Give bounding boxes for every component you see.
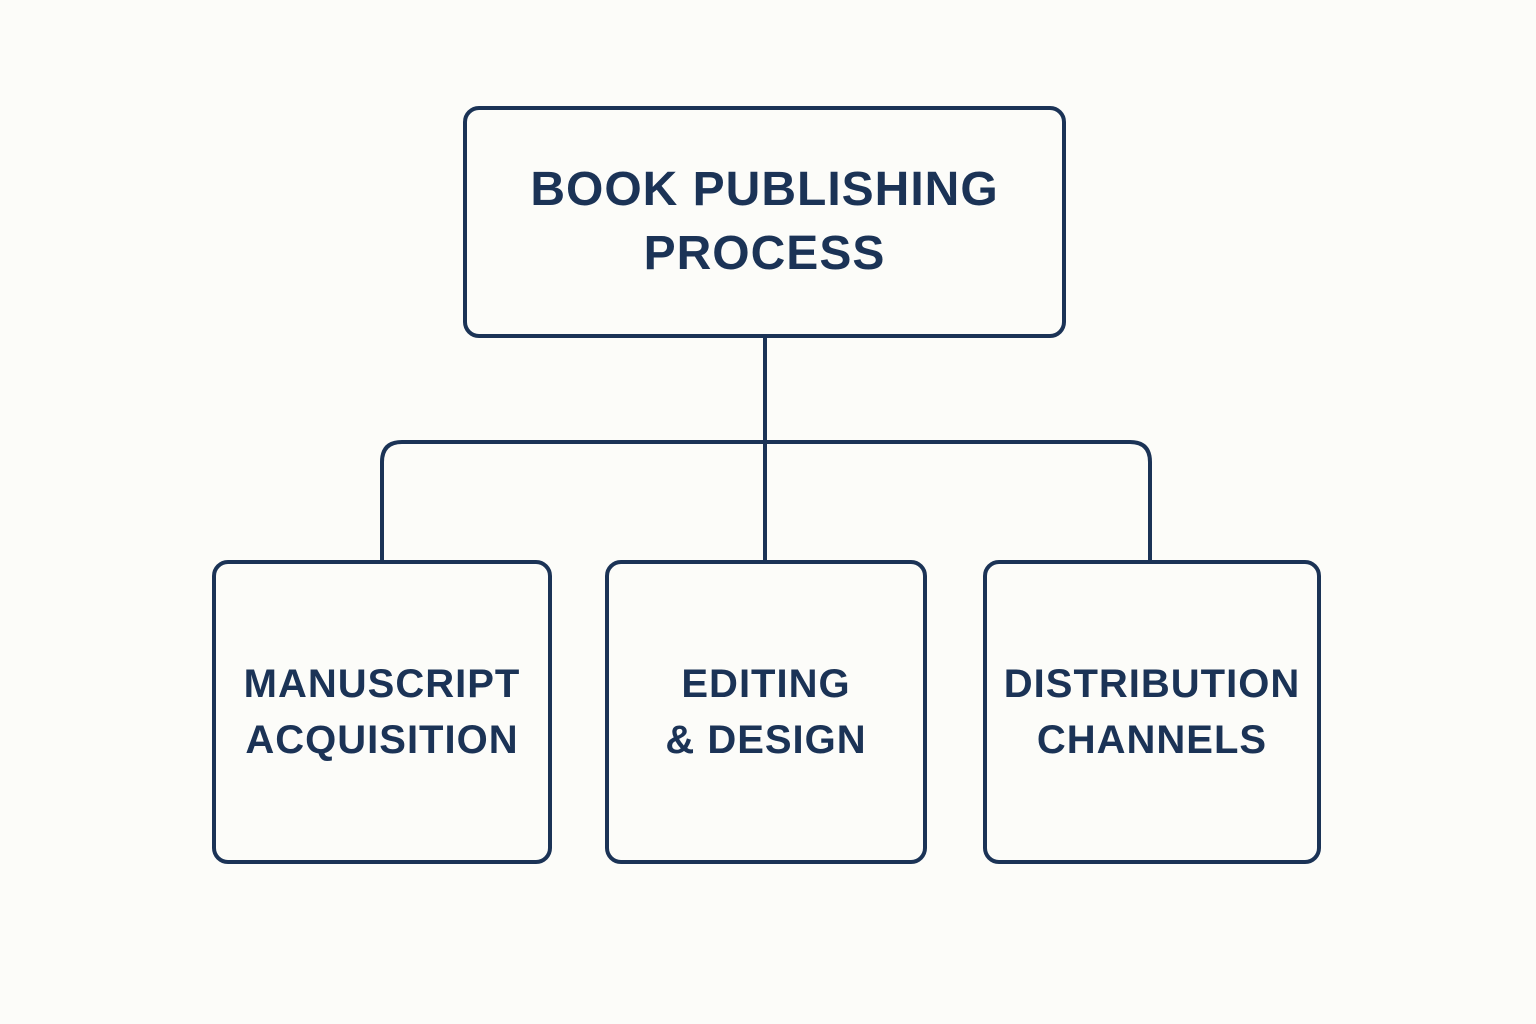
child-node-label-line-2: CHANNELS: [1036, 718, 1268, 762]
child-node-label-line-1: DISTRIBUTION: [1003, 662, 1301, 706]
root-node-title-line-1: BOOK PUBLISHING: [530, 163, 999, 216]
root-node-title-line-2: PROCESS: [643, 227, 886, 280]
child-node-label-line-2: ACQUISITION: [245, 718, 519, 762]
child-node-label-line-2: & DESIGN: [665, 718, 867, 762]
child-node-editing-design: EDITING & DESIGN: [605, 560, 927, 864]
child-node-manuscript-acquisition: MANUSCRIPT ACQUISITION: [212, 560, 552, 864]
child-node-distribution-channels: DISTRIBUTION CHANNELS: [983, 560, 1321, 864]
child-node-label-line-1: MANUSCRIPT: [243, 662, 521, 706]
root-node-box: BOOK PUBLISHING PROCESS: [463, 106, 1066, 338]
child-node-label-line-1: EDITING: [681, 662, 851, 706]
